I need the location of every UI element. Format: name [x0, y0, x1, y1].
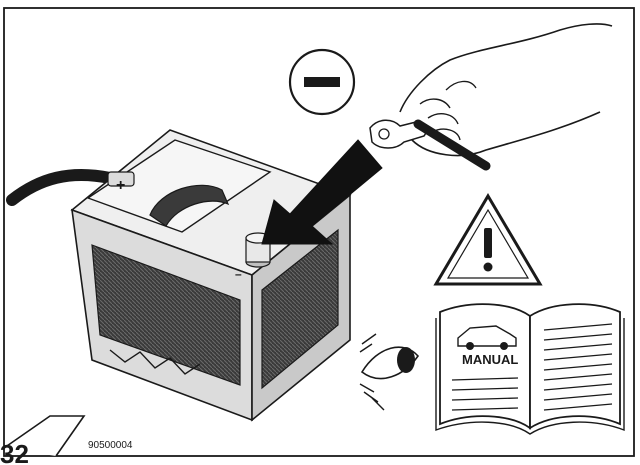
figure-number: 32	[0, 439, 29, 465]
manual-label: MANUAL	[462, 352, 518, 367]
minus-circle-icon	[290, 50, 354, 114]
reference-code: 90500004	[88, 440, 133, 451]
owners-manual-book: MANUAL	[436, 304, 624, 434]
negative-sign: –	[235, 267, 242, 281]
positive-sign: +	[116, 177, 125, 194]
